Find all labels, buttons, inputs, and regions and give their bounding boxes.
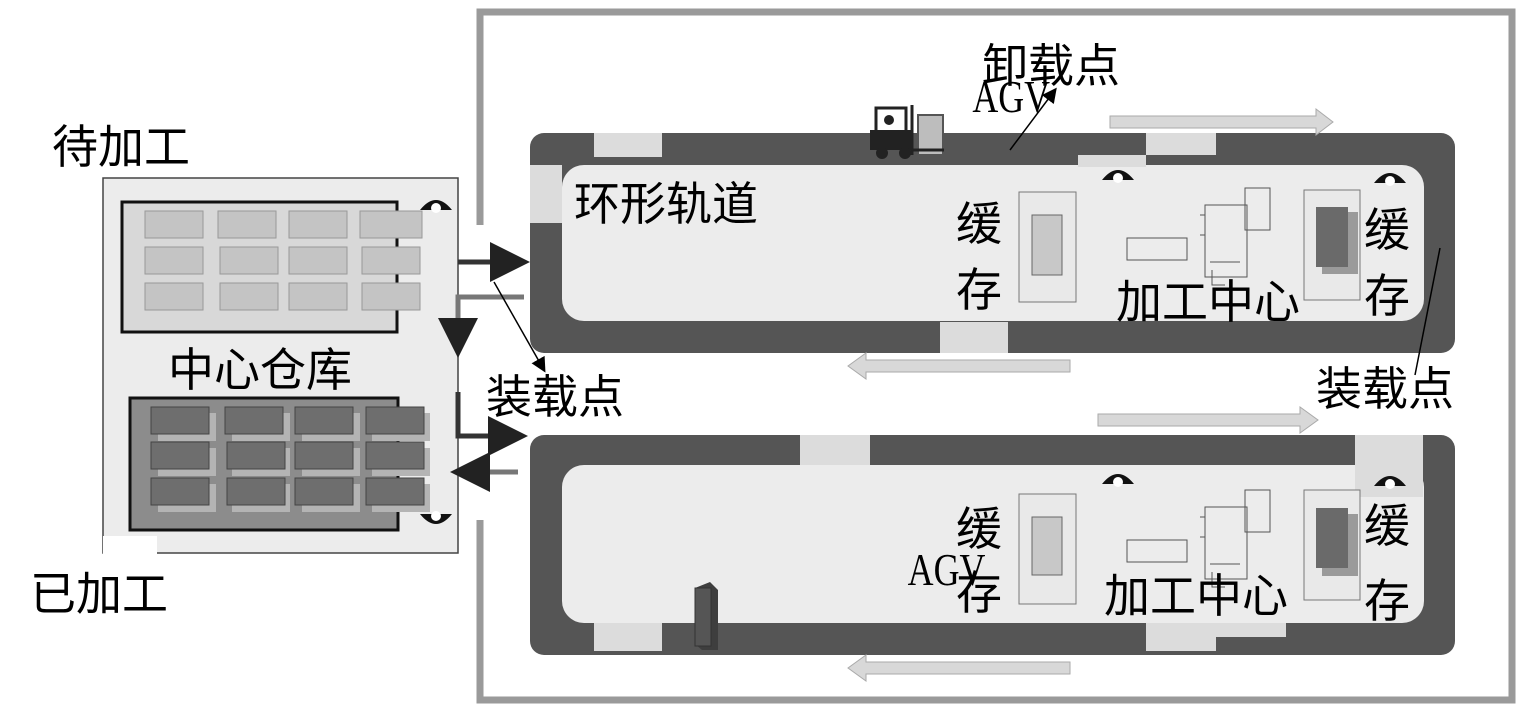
agv-forklift-icon — [870, 105, 944, 159]
label-agv-top: AGV — [972, 71, 1050, 122]
top-track-station — [530, 165, 562, 223]
return-arrow — [438, 294, 524, 358]
bottom-track-station — [800, 435, 870, 465]
bottom-track-station — [1146, 623, 1216, 651]
label-cache-bottom-2b: 存 — [1364, 574, 1410, 628]
top-inner-area — [562, 165, 1424, 321]
label-unloading: 卸载点 — [982, 39, 1120, 93]
label-cache-top-1b: 存 — [956, 263, 1002, 317]
top-track-station — [940, 322, 1008, 353]
eye-sensor-icon — [1102, 474, 1134, 487]
top-machining-center-machine — [1126, 187, 1271, 286]
flow-direction-arrow-right — [1109, 107, 1334, 137]
bottom-machining-center-machine — [1126, 489, 1271, 588]
top-buffer-1-part — [1031, 214, 1063, 276]
label-loading-left: 装载点 — [486, 370, 624, 424]
label-warehouse: 中心仓库 — [168, 343, 352, 397]
label-machining-top: 加工中心 — [1116, 275, 1300, 329]
label-loading-right: 装载点 — [1316, 362, 1454, 416]
label-processed: 已加工 — [30, 567, 168, 621]
agv-vehicle-icon — [694, 582, 718, 650]
top-buffer-2-part — [1316, 207, 1348, 267]
top-track-station — [1078, 155, 1146, 167]
bottom-track-station — [1216, 623, 1286, 637]
label-cache-bottom-1b: 存 — [956, 566, 1002, 620]
top-track-station — [594, 133, 662, 157]
flow-direction-arrow-left — [847, 352, 1071, 380]
label-cache-top-2b: 存 — [1364, 269, 1410, 323]
transfer-arrows — [438, 242, 530, 492]
flow-direction-arrow-left — [847, 654, 1071, 682]
warehouse-corner-gap — [103, 536, 157, 554]
label-cache-top-1a: 缓 — [956, 197, 1002, 251]
label-cache-top-2a: 缓 — [1364, 203, 1410, 257]
pointer-unloading — [1009, 87, 1057, 151]
eye-sensor-icon — [420, 511, 452, 524]
bottom-track-station — [594, 623, 662, 651]
top-track-station — [1146, 133, 1216, 155]
label-ring-track: 环形轨道 — [574, 177, 758, 231]
eye-sensor-icon — [1374, 173, 1406, 186]
label-cache-bottom-1a: 缓 — [956, 502, 1002, 556]
processed-items — [150, 406, 425, 506]
flow-direction-arrow-right — [1097, 406, 1319, 434]
label-machining-bottom: 加工中心 — [1104, 569, 1288, 623]
outer-frame — [476, 8, 1516, 704]
bottom-production-line — [530, 406, 1455, 682]
pending-items — [144, 210, 423, 311]
label-pending: 待加工 — [52, 120, 190, 174]
outbound-arrow — [455, 392, 528, 456]
label-cache-bottom-2a: 缓 — [1364, 499, 1410, 553]
central-warehouse — [102, 177, 459, 554]
bottom-buffer-1-part — [1031, 516, 1063, 576]
eye-sensor-icon — [1102, 170, 1134, 183]
eye-sensor-icon — [420, 200, 452, 213]
bottom-inner-area — [562, 465, 1424, 623]
bottom-buffer-2-part — [1316, 508, 1348, 568]
label-agv-bottom: AGV — [908, 544, 986, 595]
eye-sensor-icon — [1374, 476, 1406, 489]
top-production-line — [530, 105, 1455, 380]
pointer-loading-left — [493, 281, 546, 373]
pointer-loading-right — [1414, 247, 1441, 376]
